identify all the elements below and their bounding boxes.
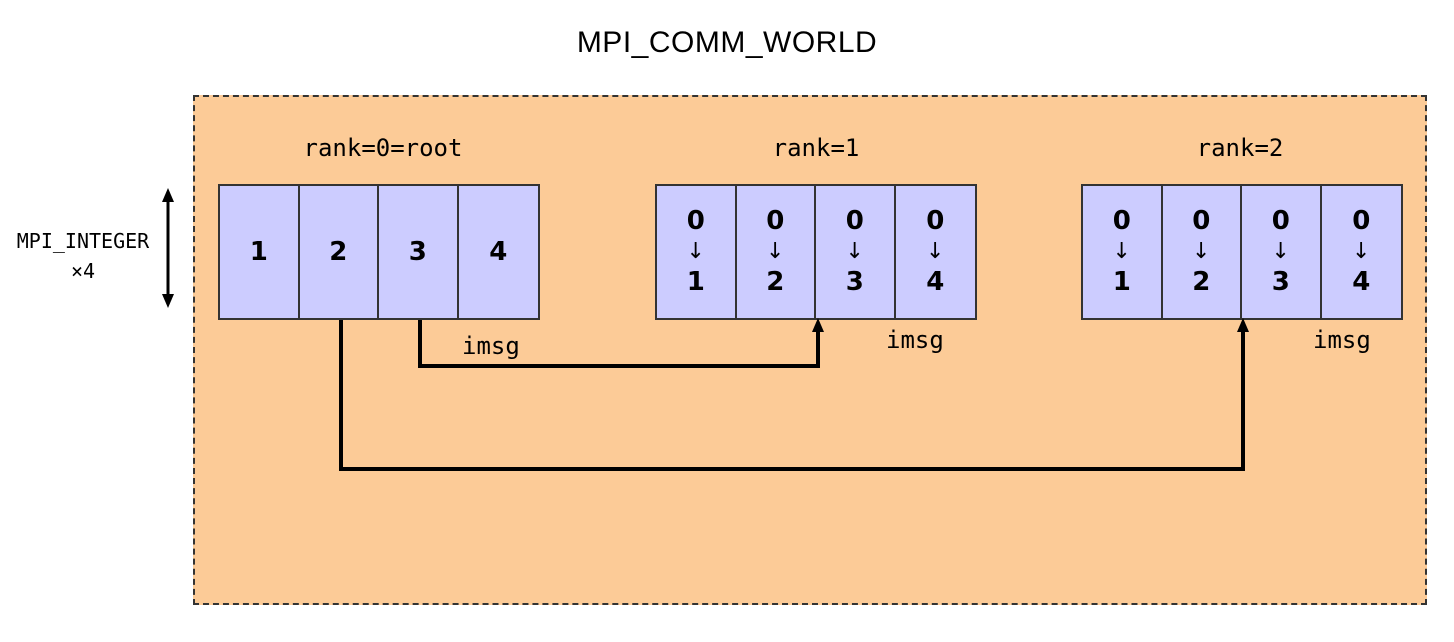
- down-arrow-icon: ↓: [686, 238, 705, 264]
- root-cell-4: 4: [459, 186, 538, 318]
- rank-label-root: rank=0=root: [303, 134, 463, 162]
- scatter-arrow-to-rank2: [339, 318, 1249, 471]
- communicator-box: [193, 95, 1427, 605]
- datatype-label: MPI_INTEGER ×4: [8, 226, 158, 286]
- cell-value: 1: [249, 236, 268, 267]
- rank2-cell-1: 0 ↓ 1: [1083, 186, 1163, 318]
- communicator-title: MPI_COMM_WORLD: [576, 26, 878, 59]
- rank1-cell-1: 0 ↓ 1: [657, 186, 737, 318]
- rank1-buffer: 0 ↓ 1 0 ↓ 2 0 ↓ 3 0 ↓ 4: [655, 184, 977, 320]
- rank2-buffer-label: imsg: [1313, 326, 1371, 354]
- down-arrow-icon: ↓: [766, 238, 785, 264]
- rank1-cell-4: 0 ↓ 4: [896, 186, 975, 318]
- cell-after: 1: [686, 267, 705, 298]
- rank-label-2: rank=2: [1196, 134, 1284, 162]
- root-cell-3: 3: [379, 186, 459, 318]
- root-cell-1: 1: [220, 186, 300, 318]
- root-buffer-label: imsg: [462, 332, 520, 360]
- down-arrow-icon: ↓: [1271, 238, 1290, 264]
- cell-before: 0: [766, 206, 785, 237]
- rank2-cell-4: 0 ↓ 4: [1322, 186, 1401, 318]
- cell-after: 3: [845, 267, 864, 298]
- rank2-cell-3: 0 ↓ 3: [1242, 186, 1322, 318]
- cell-before: 0: [1271, 206, 1290, 237]
- cell-after: 2: [1192, 267, 1211, 298]
- cell-value: 4: [489, 236, 508, 267]
- rank1-cell-3: 0 ↓ 3: [816, 186, 896, 318]
- down-arrow-icon: ↓: [1112, 238, 1131, 264]
- rank2-cell-2: 0 ↓ 2: [1163, 186, 1242, 318]
- down-arrow-icon: ↓: [845, 238, 864, 264]
- rank1-cell-2: 0 ↓ 2: [737, 186, 816, 318]
- down-arrow-icon: ↓: [1192, 238, 1211, 264]
- cell-before: 0: [845, 206, 864, 237]
- cell-after: 4: [1352, 267, 1371, 298]
- cell-after: 3: [1271, 267, 1290, 298]
- cell-after: 4: [926, 267, 945, 298]
- datatype-name: MPI_INTEGER: [16, 229, 150, 253]
- scatter-arrow-to-rank1: [418, 318, 824, 368]
- cell-after: 2: [766, 267, 785, 298]
- rank1-buffer-label: imsg: [886, 326, 944, 354]
- down-arrow-icon: ↓: [926, 238, 945, 264]
- root-cell-2: 2: [300, 186, 379, 318]
- root-buffer: 1 2 3 4: [218, 184, 540, 320]
- cell-after: 1: [1112, 267, 1131, 298]
- extent-double-arrow-icon: [162, 188, 174, 308]
- cell-before: 0: [1352, 206, 1371, 237]
- rank2-buffer: 0 ↓ 1 0 ↓ 2 0 ↓ 3 0 ↓ 4: [1081, 184, 1403, 320]
- cell-before: 0: [1112, 206, 1131, 237]
- cell-before: 0: [1192, 206, 1211, 237]
- cell-before: 0: [686, 206, 705, 237]
- down-arrow-icon: ↓: [1352, 238, 1371, 264]
- rank-label-1: rank=1: [772, 134, 860, 162]
- cell-before: 0: [926, 206, 945, 237]
- cell-value: 3: [408, 236, 427, 267]
- datatype-count: ×4: [70, 259, 96, 283]
- cell-value: 2: [329, 236, 348, 267]
